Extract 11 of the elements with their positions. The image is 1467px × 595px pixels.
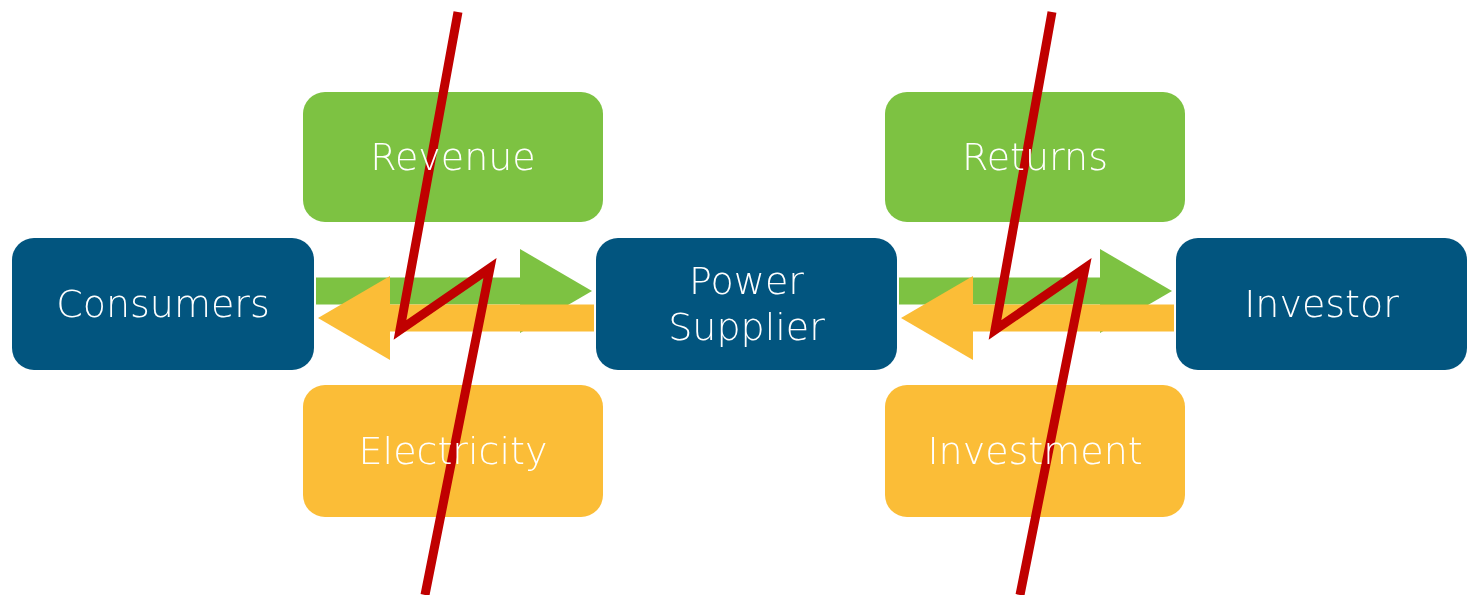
process-box (596, 238, 897, 370)
process-box (12, 238, 314, 370)
arrow (901, 276, 1174, 360)
arrow (899, 249, 1172, 333)
node-label: Investor (1244, 281, 1399, 327)
process-box (1176, 238, 1467, 370)
arrow (318, 276, 594, 360)
node-label: Power Supplier (667, 258, 826, 350)
arrow (316, 249, 592, 333)
process-box (885, 92, 1185, 222)
node-label: Consumers (56, 281, 270, 327)
